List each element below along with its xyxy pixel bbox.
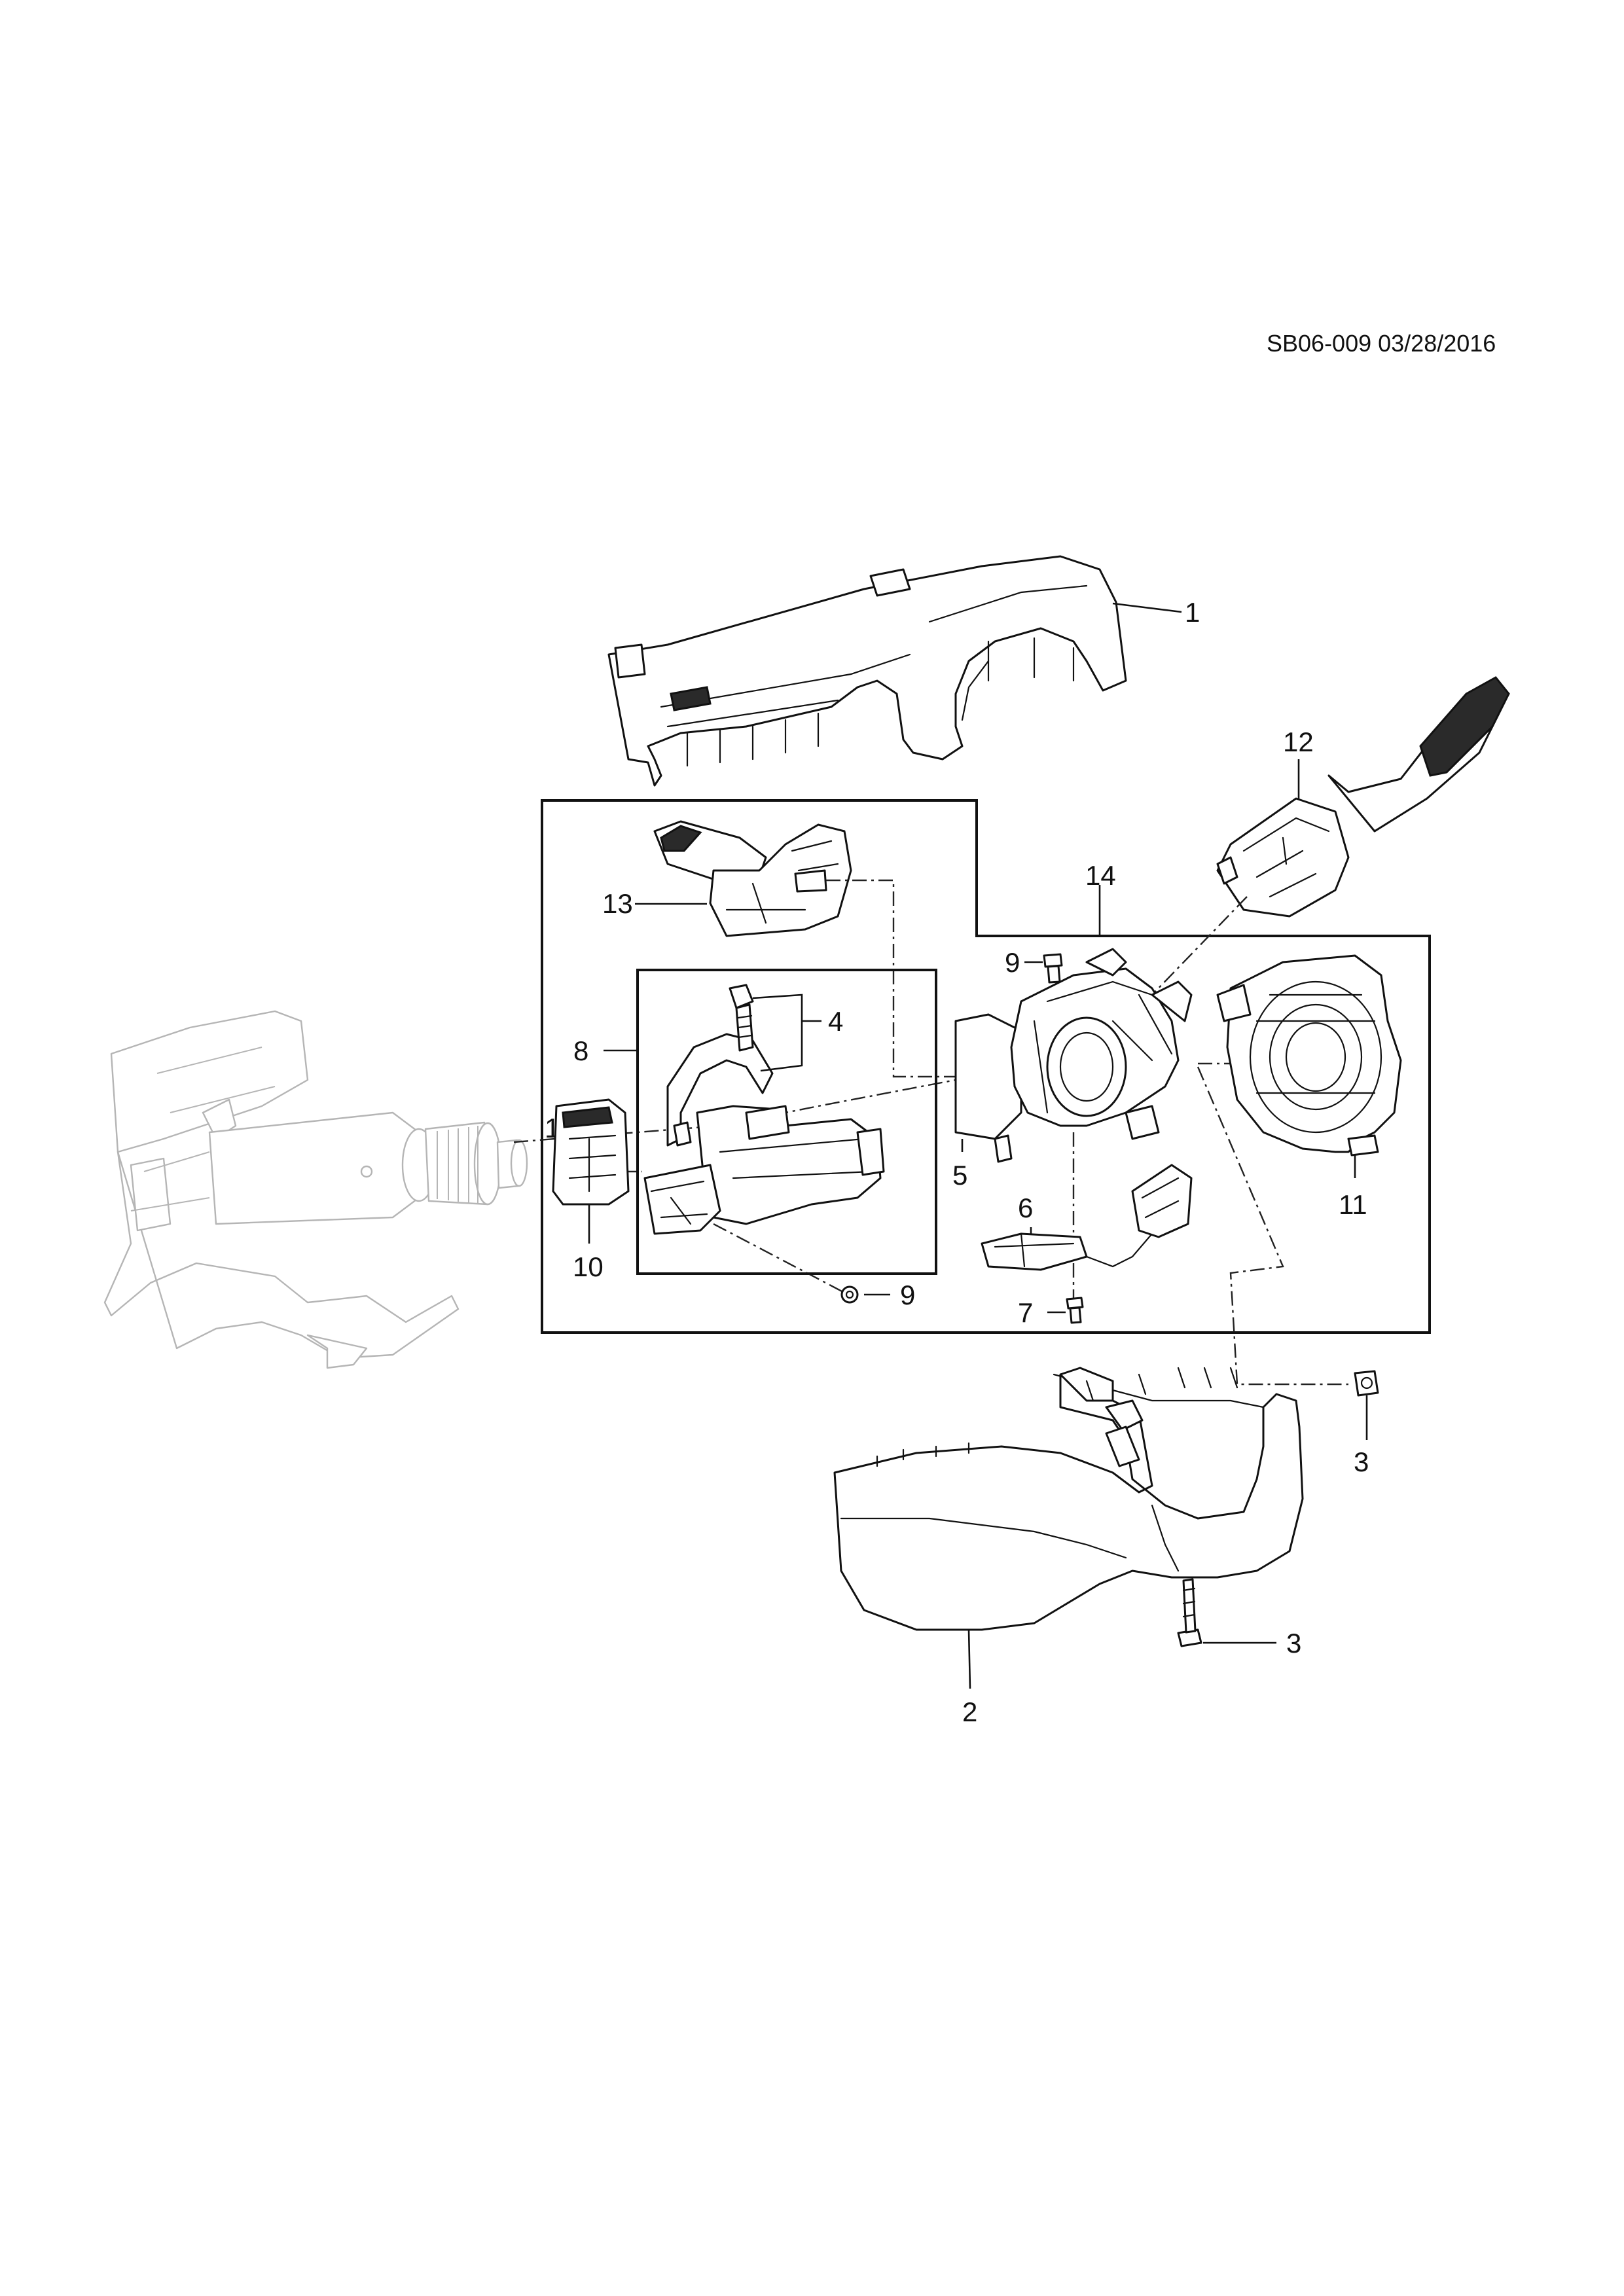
wiper-switch-lever [1216, 676, 1510, 918]
callout-13: 13 [602, 888, 633, 919]
callout-3-lower: 3 [1286, 1628, 1301, 1659]
callout-7: 7 [1018, 1297, 1033, 1328]
callout-1: 1 [1185, 597, 1200, 628]
screw-9-upper [1024, 953, 1063, 984]
turn-signal-switch [635, 820, 852, 937]
callout-9-upper: 9 [1005, 947, 1020, 978]
callout-10: 10 [573, 1251, 604, 1282]
guide-line-12-to-housing [1151, 896, 1248, 996]
upper-trim-cover [607, 555, 1182, 787]
callout-2: 2 [962, 1696, 977, 1727]
sensor-module [981, 1164, 1193, 1271]
callout-4: 4 [828, 1006, 843, 1037]
callout-9-lower: 9 [900, 1280, 915, 1310]
nut-3-upper [1354, 1370, 1379, 1440]
callout-5: 5 [952, 1160, 967, 1191]
ignition-switch-group-frame [636, 969, 937, 1275]
callout-11: 11 [1339, 1189, 1367, 1220]
steering-column-ghost [103, 1010, 528, 1369]
callout-6: 6 [1018, 1193, 1033, 1223]
lock-clamp [666, 984, 821, 1147]
guide-line-13-to-5 [826, 879, 975, 1078]
callout-8: 8 [573, 1035, 588, 1066]
screw-3-lower [1177, 1578, 1276, 1647]
switch-housing [954, 948, 1193, 1163]
callout-14: 14 [1085, 860, 1116, 891]
callout-12: 12 [1283, 726, 1314, 757]
lower-trim-cover [833, 1367, 1304, 1689]
switch-module-frame [541, 799, 1431, 1334]
ignition-lock-housing [643, 1105, 885, 1235]
guide-line-11-to-3 [1197, 1066, 1348, 1386]
nut-9-lower [840, 1285, 890, 1304]
ignition-switch [552, 1098, 630, 1244]
clock-spring [1216, 954, 1402, 1178]
screw-7 [1047, 1297, 1084, 1324]
callout-3-upper: 3 [1354, 1446, 1369, 1477]
guide-line-9-lower [713, 1223, 845, 1294]
diagram-reference-label: SB06-009 03/28/2016 [1267, 330, 1496, 357]
